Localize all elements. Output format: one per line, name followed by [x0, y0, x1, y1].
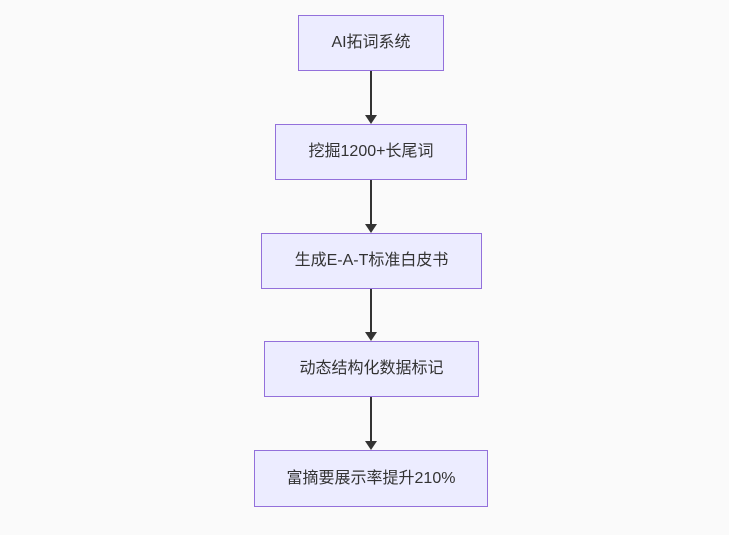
- flowchart-node-2: 挖掘1200+长尾词: [275, 124, 467, 180]
- node-label: 挖掘1200+长尾词: [308, 143, 434, 160]
- arrow-head-down-icon: [365, 441, 377, 450]
- arrow-stem: [370, 289, 372, 333]
- node-label: 动态结构化数据标记: [299, 360, 444, 377]
- arrow-stem: [370, 71, 372, 116]
- node-label: 生成E-A-T标准白皮书: [294, 252, 449, 269]
- edge-arrow-4: [365, 397, 377, 450]
- edge-arrow-1: [365, 71, 377, 124]
- flowchart-node-1: AI拓词系统: [298, 15, 444, 71]
- arrow-stem: [370, 180, 372, 225]
- arrow-head-down-icon: [365, 224, 377, 233]
- edge-arrow-3: [365, 289, 377, 341]
- node-label: 富摘要展示率提升210%: [286, 469, 456, 487]
- flowchart-node-5: 富摘要展示率提升210%: [254, 450, 488, 507]
- flowchart-node-4: 动态结构化数据标记: [264, 341, 479, 397]
- edge-arrow-2: [365, 180, 377, 233]
- arrow-stem: [370, 397, 372, 442]
- arrow-head-down-icon: [365, 115, 377, 124]
- flowchart-node-3: 生成E-A-T标准白皮书: [261, 233, 482, 289]
- node-label: AI拓词系统: [331, 34, 411, 51]
- arrow-head-down-icon: [365, 332, 377, 341]
